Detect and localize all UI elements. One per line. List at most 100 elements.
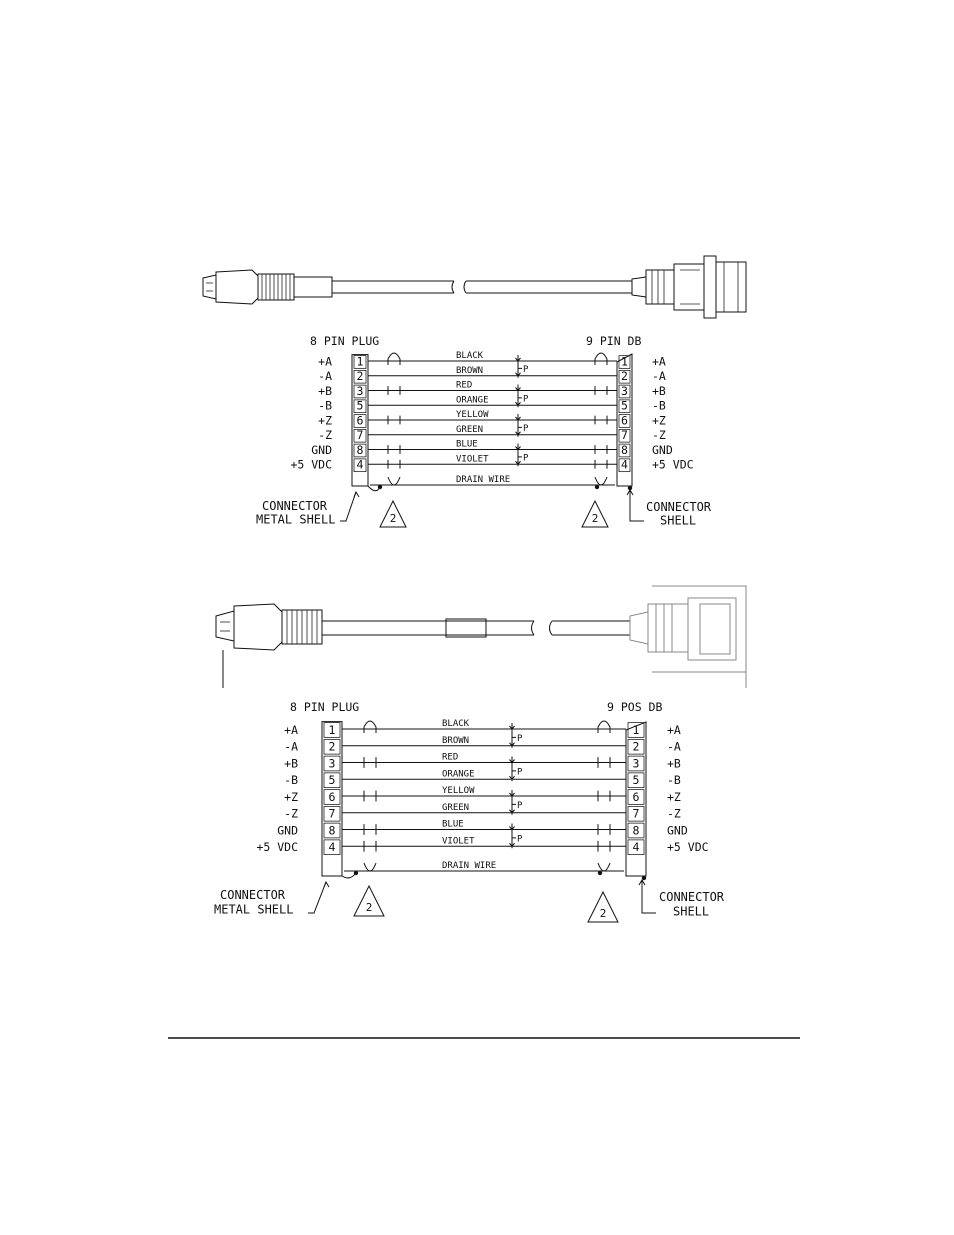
right-signal-label: +Z	[652, 413, 666, 427]
drain-shell-lead	[341, 872, 357, 879]
right-signal-label: -B	[667, 773, 681, 787]
right-pin-cell	[627, 822, 645, 839]
right-shell-leader	[641, 880, 656, 914]
drain-solder-dot	[597, 870, 603, 876]
left-shell-label-line-2: METAL SHELL	[214, 903, 293, 917]
right-pin-number: 7	[621, 428, 628, 442]
note-triangle-left	[379, 499, 407, 528]
left-shell-label-line-1: CONNECTOR	[220, 888, 286, 902]
wire-color-label: GREEN	[442, 803, 469, 813]
twisted-pair-arrow	[515, 446, 521, 451]
twisted-pair-arrow	[515, 401, 521, 407]
wire-color-label: BLACK	[442, 719, 470, 729]
note-number: 2	[600, 907, 607, 920]
right-pin-cell	[627, 722, 645, 738]
wire-color-label: RED	[456, 381, 472, 391]
left-pin-cell	[323, 722, 341, 738]
right-pin-number: 1	[621, 354, 628, 368]
wire-color-label: GREEN	[456, 425, 483, 435]
right-pin-cell	[618, 399, 631, 414]
wire-color-label: RED	[442, 753, 458, 763]
twisted-pair-label: P	[523, 394, 529, 404]
left-signal-label: -A	[318, 369, 332, 383]
left-pin-number: 4	[329, 840, 336, 854]
left-pin-number: 3	[329, 756, 336, 770]
drain-wire-label: DRAIN WIRE	[442, 861, 496, 871]
twisted-pair-arrow	[509, 792, 515, 797]
grip-ridges-2	[286, 610, 318, 644]
left-pin-cell	[323, 839, 341, 856]
right-shell-label-line-2: SHELL	[673, 905, 709, 919]
wire-color-label: BROWN	[456, 366, 483, 376]
right-pin-number: 8	[621, 443, 628, 457]
right-pin-cell	[618, 384, 631, 399]
left-pin-cell	[323, 789, 341, 805]
db-title: 9 PIN DB	[586, 334, 641, 348]
left-signal-label: GND	[311, 443, 332, 457]
right-signal-label: -A	[652, 369, 666, 383]
left-pin-cell	[353, 458, 367, 473]
right-pin-cell	[618, 369, 631, 384]
drain-solder-dot	[594, 484, 600, 490]
wire-color-label: ORANGE	[442, 769, 475, 779]
left-signal-label: +B	[284, 756, 298, 770]
twisted-pair-arrow	[509, 842, 515, 848]
shield-dome	[594, 352, 608, 365]
right-signal-label: +5 VDC	[652, 458, 694, 472]
right-signal-label: -Z	[652, 428, 666, 442]
shield-bottom	[594, 476, 608, 486]
wire-color-label: YELLOW	[442, 786, 475, 796]
left-pin-number: 2	[329, 740, 336, 754]
left-signal-label: -A	[284, 740, 298, 754]
right-signal-label: +5 VDC	[667, 840, 709, 854]
twisted-pair-arrow	[509, 742, 515, 747]
left-pin-cell	[353, 369, 367, 384]
right-connector-body	[625, 721, 647, 877]
right-pin-cell	[618, 443, 631, 458]
twisted-pair-label: P	[523, 365, 529, 375]
note-number: 2	[390, 512, 397, 525]
shield-dome	[387, 352, 401, 365]
note-number: 2	[592, 512, 599, 525]
left-signal-label: -B	[318, 399, 332, 413]
left-signal-label: +Z	[318, 413, 332, 427]
right-pin-cell	[627, 805, 645, 822]
left-pin-number: 4	[357, 458, 364, 472]
left-shell-leader	[308, 881, 327, 914]
right-shell-label-line-1: CONNECTOR	[646, 500, 712, 514]
shield-bottom	[387, 476, 401, 486]
left-shell-label-line-2: METAL SHELL	[256, 513, 335, 527]
drain-solder-dot	[641, 875, 647, 881]
left-pin-cell	[323, 822, 341, 839]
left-pin-number: 1	[357, 354, 364, 368]
left-pin-number: 8	[329, 823, 336, 837]
left-pin-number: 8	[357, 443, 364, 457]
twisted-pair-arrow	[515, 372, 521, 377]
right-shell-leader	[629, 490, 644, 522]
wire-color-label: BLUE	[456, 440, 478, 450]
twisted-pair-arrow	[509, 775, 515, 781]
right-pin-cell	[627, 738, 645, 755]
left-pin-number: 7	[329, 807, 336, 821]
wire-color-label: YELLOW	[456, 410, 489, 420]
left-signal-label: -B	[284, 773, 298, 787]
left-shell-leader	[340, 491, 357, 522]
left-pin-cell	[353, 384, 367, 399]
right-signal-label: +Z	[667, 790, 681, 804]
right-pin-number: 3	[633, 756, 640, 770]
right-pin-cell	[618, 428, 631, 443]
shield-bottom	[597, 862, 611, 872]
right-signal-label: GND	[652, 443, 673, 457]
twisted-pair-arrow	[509, 809, 515, 814]
right-pin-number: 2	[633, 740, 640, 754]
right-signal-label: +A	[652, 354, 666, 368]
right-pin-number: 6	[621, 413, 628, 427]
drain-solder-dot	[627, 485, 633, 491]
left-signal-label: -Z	[284, 807, 298, 821]
twisted-pair-label: P	[523, 424, 529, 434]
plug-title: 8 PIN PLUG	[310, 334, 379, 348]
left-pin-cell	[353, 399, 367, 414]
left-pin-number: 5	[329, 773, 336, 787]
